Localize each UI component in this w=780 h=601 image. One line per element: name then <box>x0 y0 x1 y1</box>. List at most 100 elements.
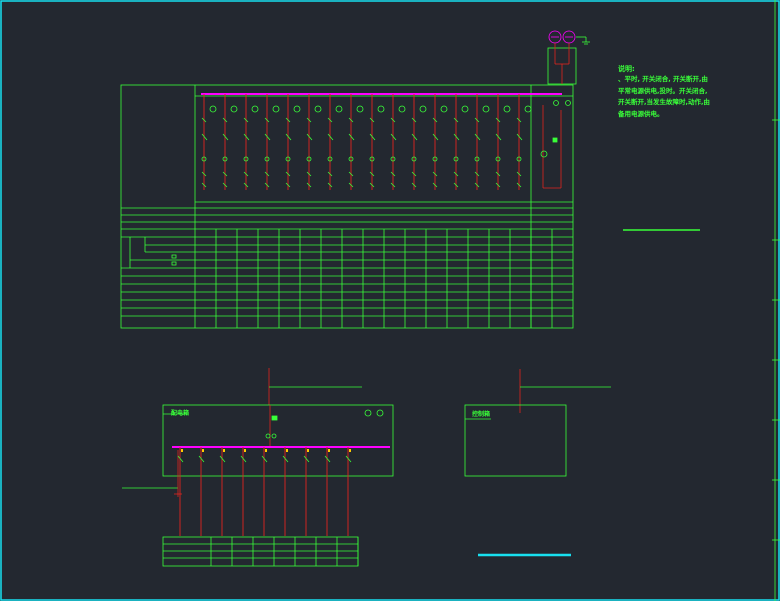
feeder-lamp <box>461 105 469 113</box>
feeder-lamp <box>524 105 532 113</box>
feeder-lamp <box>209 105 217 113</box>
feeder-ct <box>432 156 438 162</box>
panel-feeder-switch <box>240 455 247 463</box>
feeder-ct <box>327 156 333 162</box>
feeder-ct <box>243 156 249 162</box>
panel-feeder-fuse <box>202 449 204 452</box>
feeder-ct <box>306 156 312 162</box>
feeder-switch <box>369 117 375 123</box>
left-panel-table <box>162 536 359 567</box>
feeder-mark <box>348 171 354 177</box>
panel-feeder-fuse <box>181 449 183 452</box>
feeder-switch <box>306 117 312 123</box>
feeder-lamp <box>314 105 322 113</box>
feeder-mark <box>369 182 375 188</box>
feeder-mark <box>264 182 270 188</box>
panel-feeder-fuse <box>349 449 351 452</box>
feeder-mark <box>453 182 459 188</box>
left-panel-feeders <box>177 447 352 536</box>
feeder-breaker <box>201 133 208 141</box>
switchboard-column-dividers <box>215 229 553 328</box>
feeder-lamp <box>356 105 364 113</box>
feeder-mark <box>390 182 396 188</box>
panel-feeder-fuse <box>265 449 267 452</box>
feeder-breaker <box>369 133 376 141</box>
feeder-lamp <box>230 105 238 113</box>
feeder-switch <box>264 117 270 123</box>
feeder-mark <box>411 182 417 188</box>
feeder-switch <box>285 117 291 123</box>
feeder-switch <box>453 117 459 123</box>
panel-feeder-switch <box>177 455 184 463</box>
feeder-switch <box>348 117 354 123</box>
feeder-breaker <box>495 133 502 141</box>
feeder-lamp <box>335 105 343 113</box>
feeder-switch <box>474 117 480 123</box>
feeder-mark <box>369 171 375 177</box>
feeder-ct <box>201 156 207 162</box>
feeder-switch <box>390 117 396 123</box>
feeder-breaker <box>390 133 397 141</box>
right-panel-label: 控制箱 <box>472 411 491 418</box>
feeder-lamp <box>377 105 385 113</box>
feeder-ct <box>474 156 480 162</box>
feeder-breaker <box>243 133 250 141</box>
feeder-mark <box>201 171 207 177</box>
feeder-mark <box>495 182 501 188</box>
panel-feeder-fuse <box>328 449 330 452</box>
feeder-lamp <box>503 105 511 113</box>
feeder-mark <box>285 171 291 177</box>
feeder-lamp <box>272 105 280 113</box>
feeder-breaker <box>474 133 481 141</box>
feeder-mark <box>432 171 438 177</box>
feeder-mark <box>411 171 417 177</box>
panel-feeder-switch <box>345 455 352 463</box>
panel-feeder-switch <box>261 455 268 463</box>
feeder-ct <box>411 156 417 162</box>
feeder-mark <box>390 171 396 177</box>
feeder-ct <box>285 156 291 162</box>
feeder-switch <box>495 117 501 123</box>
feeder-switch <box>327 117 333 123</box>
feeder-ct <box>222 156 228 162</box>
feeder-mark <box>495 171 501 177</box>
right-panel <box>464 369 611 477</box>
feeder-mark <box>453 171 459 177</box>
feeder-breaker <box>411 133 418 141</box>
panel-feeder-fuse <box>244 449 246 452</box>
notes-title: 说明: <box>618 65 635 73</box>
feeder-mark <box>516 171 522 177</box>
feeder-ct <box>495 156 501 162</box>
main-switchboard <box>120 84 574 329</box>
panel-feeder-switch <box>198 455 205 463</box>
feeder-mark <box>306 182 312 188</box>
left-panel <box>122 368 394 497</box>
right-ruler <box>772 0 780 601</box>
feeder-ct <box>516 156 522 162</box>
feeder-breaker <box>264 133 271 141</box>
feeder-mark <box>264 171 270 177</box>
feeder-mark <box>222 171 228 177</box>
feeder-breaker <box>327 133 334 141</box>
feeder-lamp <box>251 105 259 113</box>
feeder-switch <box>411 117 417 123</box>
feeder-switch <box>222 117 228 123</box>
transfer-unit <box>540 30 590 189</box>
feeder-mark <box>348 182 354 188</box>
feeder-mark <box>306 171 312 177</box>
panel-feeder-fuse <box>223 449 225 452</box>
feeder-mark <box>201 182 207 188</box>
feeder-mark <box>474 171 480 177</box>
feeder-breaker <box>222 133 229 141</box>
feeder-mark <box>243 182 249 188</box>
feeder-ct <box>264 156 270 162</box>
notes-body: 、平时, 开关闭合, 开关断开,由平常电源供电,投时。开关闭合, 开关断开,当发… <box>618 75 710 118</box>
feeder-breaker <box>516 133 523 141</box>
feeder-ct <box>348 156 354 162</box>
feeder-breaker <box>432 133 439 141</box>
feeder-lamp <box>440 105 448 113</box>
feeder-breaker <box>453 133 460 141</box>
feeder-mark <box>285 182 291 188</box>
